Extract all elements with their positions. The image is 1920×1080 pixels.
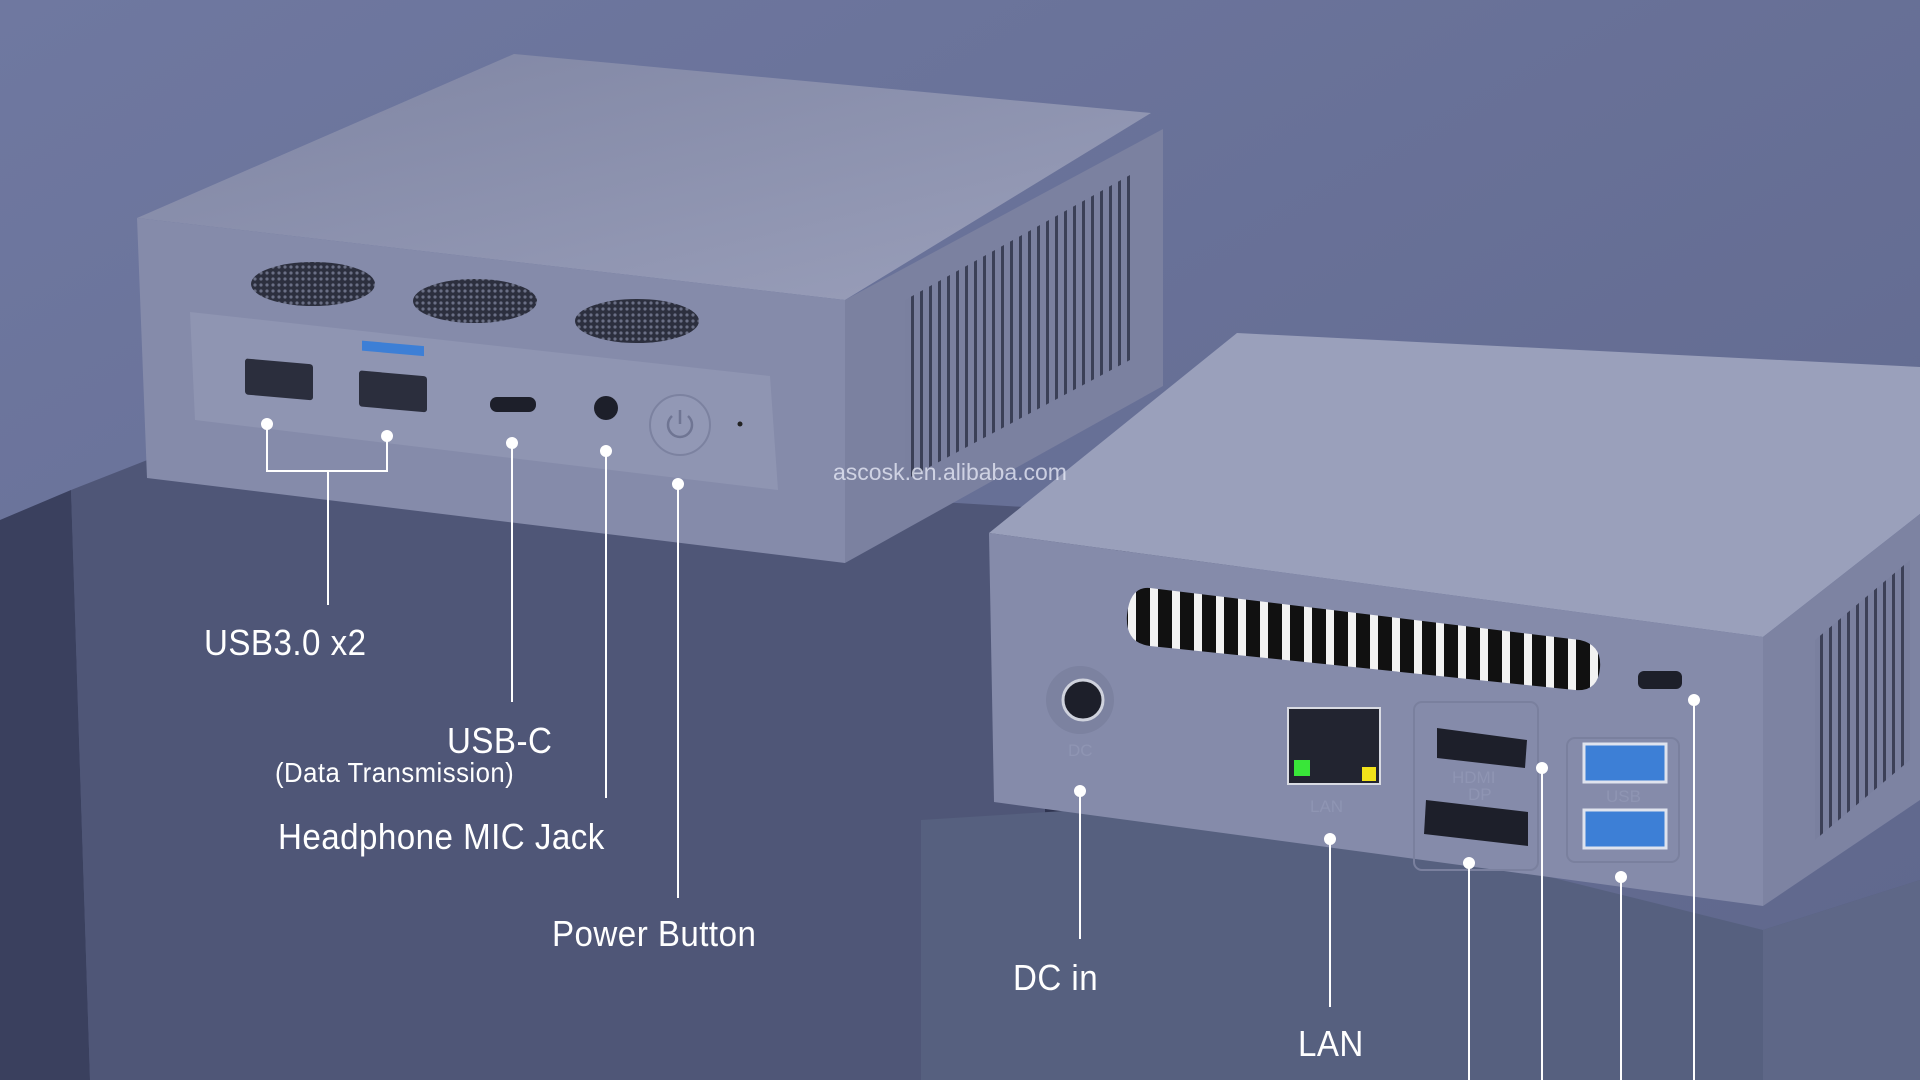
audio-jack-icon — [594, 396, 618, 420]
hdmi-port-icon — [1437, 728, 1527, 768]
right-mini-pc: DC LAN HDMI DP USB — [989, 333, 1920, 906]
dc-etch: DC — [1068, 741, 1093, 760]
label-headphone: Headphone MIC Jack — [278, 816, 605, 857]
label-usbc: USB-C — [447, 720, 553, 761]
usb-a-port-icon — [1582, 742, 1668, 784]
label-power: Power Button — [552, 913, 757, 954]
lan-led-green — [1294, 760, 1310, 776]
usb-c-port-icon — [490, 397, 536, 412]
callout-usb-rear-line — [1615, 871, 1627, 1080]
watermark: ascosk.en.alibaba.com — [833, 459, 1067, 485]
label-lan: LAN — [1298, 1023, 1364, 1064]
front-port-panel — [190, 312, 778, 490]
kensington-lock-icon — [1638, 671, 1682, 689]
front-vent-grille — [575, 299, 699, 343]
lan-led-yellow — [1362, 767, 1376, 781]
usb-a-port-icon — [1582, 808, 1668, 850]
callout-dc-line — [1074, 785, 1086, 939]
power-button-icon[interactable] — [649, 394, 711, 456]
front-vent-grille — [413, 279, 537, 323]
right-pedestal — [921, 800, 1920, 1080]
lan-etch: LAN — [1310, 797, 1343, 816]
label-dc-in: DC in — [1013, 957, 1099, 998]
front-vent-grille — [251, 262, 375, 306]
callout-hdmi-line — [1536, 762, 1548, 1080]
left-mini-pc — [137, 54, 1163, 563]
callout-lan-line — [1324, 833, 1336, 1007]
callout-usbc-line — [506, 437, 518, 702]
usb-a-port-icon — [245, 358, 313, 401]
callout-power-line — [672, 478, 684, 898]
usb-etch: USB — [1606, 787, 1641, 806]
callout-lines — [261, 418, 1700, 1080]
dp-etch: DP — [1468, 785, 1492, 804]
usb-a-port-icon — [359, 370, 427, 413]
label-usbc-note: (Data Transmission) — [275, 757, 515, 788]
label-usb3: USB3.0 x2 — [204, 622, 367, 663]
displayport-icon — [1424, 800, 1528, 846]
rear-vent-slot — [1126, 587, 1601, 691]
callout-usb3-line — [261, 418, 393, 605]
hdmi-etch: HDMI — [1452, 768, 1495, 787]
callout-lock-line — [1688, 694, 1700, 1080]
callout-dp-line — [1463, 857, 1475, 1080]
callout-headphone-line — [600, 445, 612, 798]
